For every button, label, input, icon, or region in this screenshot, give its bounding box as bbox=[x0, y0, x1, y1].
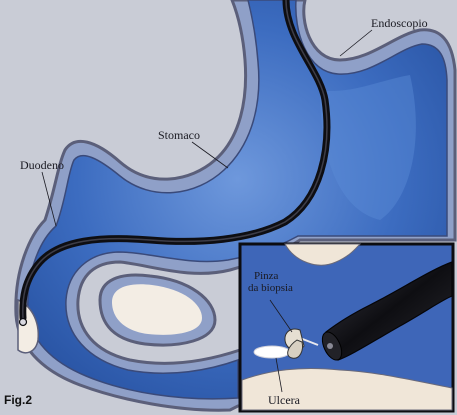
duodenum-label: Duodeno bbox=[20, 158, 64, 173]
biopsy-forceps-label: Pinza da biopsia bbox=[248, 270, 293, 294]
biopsy-forceps-label-line1: Pinza bbox=[248, 270, 293, 282]
biopsy-forceps-label-line2: da biopsia bbox=[248, 282, 293, 294]
stomach-label: Stomaco bbox=[158, 128, 200, 143]
figure-caption: Fig.2 bbox=[4, 393, 32, 407]
endoscope-label: Endoscopio bbox=[371, 16, 428, 31]
endoscope-tip bbox=[20, 319, 27, 326]
ulcer-label: Ulcera bbox=[268, 393, 300, 408]
